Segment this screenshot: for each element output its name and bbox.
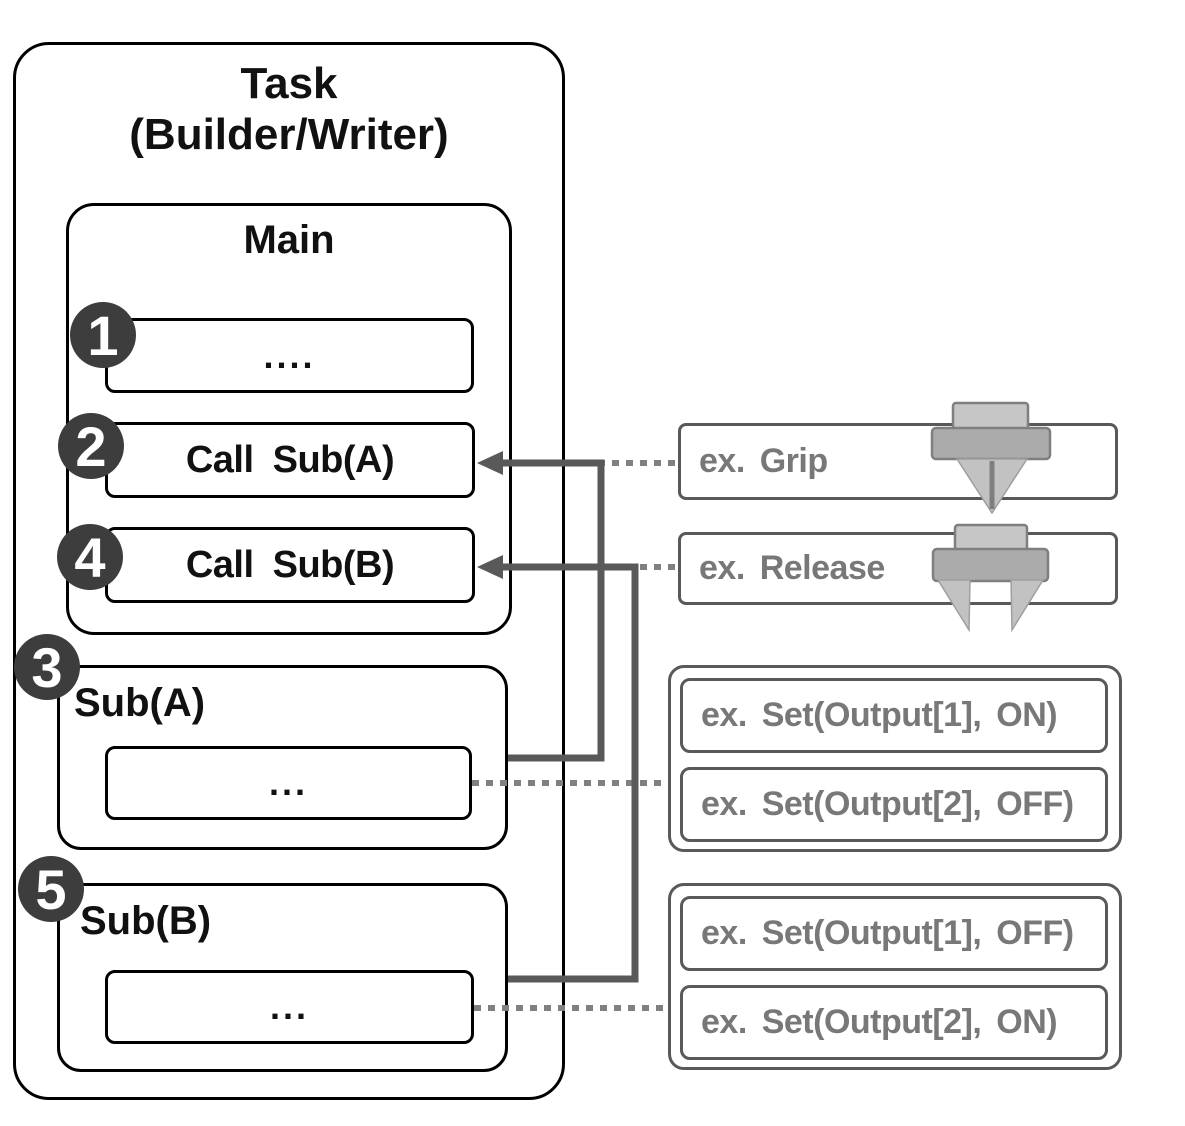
main-title: Main xyxy=(243,218,335,262)
example-group-a-item-1-label: ex. Set(Output[1], ON) xyxy=(701,696,1058,734)
main-step-3-label: Call Sub(B) xyxy=(185,543,395,586)
main-step-2-box xyxy=(105,422,475,498)
sub-b-title: Sub(B) xyxy=(80,899,212,943)
sub-a-body-label: ... xyxy=(268,762,308,803)
example-group-b-item-2-label: ex. Set(Output[2], ON) xyxy=(701,1003,1058,1041)
step-badge-4: 4 xyxy=(57,524,123,590)
example-group-b-item-2: ex. Set(Output[2], ON) xyxy=(680,985,1108,1060)
example-release-box: ex. Release xyxy=(678,532,1118,605)
step-badge-1: 1 xyxy=(70,302,136,368)
example-group-a-item-1: ex. Set(Output[1], ON) xyxy=(680,678,1108,753)
sub-a-title: Sub(A) xyxy=(74,681,206,725)
example-release-label: ex. Release xyxy=(699,549,885,587)
example-group-b-item-1-label: ex. Set(Output[1], OFF) xyxy=(701,914,1074,952)
example-grip-label: ex. Grip xyxy=(699,442,828,480)
step-badge-3: 3 xyxy=(14,634,80,700)
main-step-1-box xyxy=(105,318,474,393)
task-title: Task (Builder/Writer) xyxy=(13,58,565,160)
step-badge-2: 2 xyxy=(58,413,124,479)
gripper-closed-icon xyxy=(930,401,1052,515)
sub-b-body-label: ... xyxy=(269,986,309,1027)
task-title-line2: (Builder/Writer) xyxy=(129,110,449,160)
example-group-b-item-1: ex. Set(Output[1], OFF) xyxy=(680,896,1108,971)
example-group-a-item-2-label: ex. Set(Output[2], OFF) xyxy=(701,785,1074,823)
main-step-2-label: Call Sub(A) xyxy=(185,438,395,481)
task-title-line1: Task xyxy=(240,59,338,108)
sub-a-body-box xyxy=(105,746,472,820)
step-badge-5: 5 xyxy=(18,856,84,922)
gripper-open-icon xyxy=(931,523,1050,633)
main-step-1-label: .... xyxy=(263,334,316,376)
sub-b-body-box xyxy=(105,970,474,1044)
main-step-3-box xyxy=(105,527,475,603)
example-group-a-item-2: ex. Set(Output[2], OFF) xyxy=(680,767,1108,842)
